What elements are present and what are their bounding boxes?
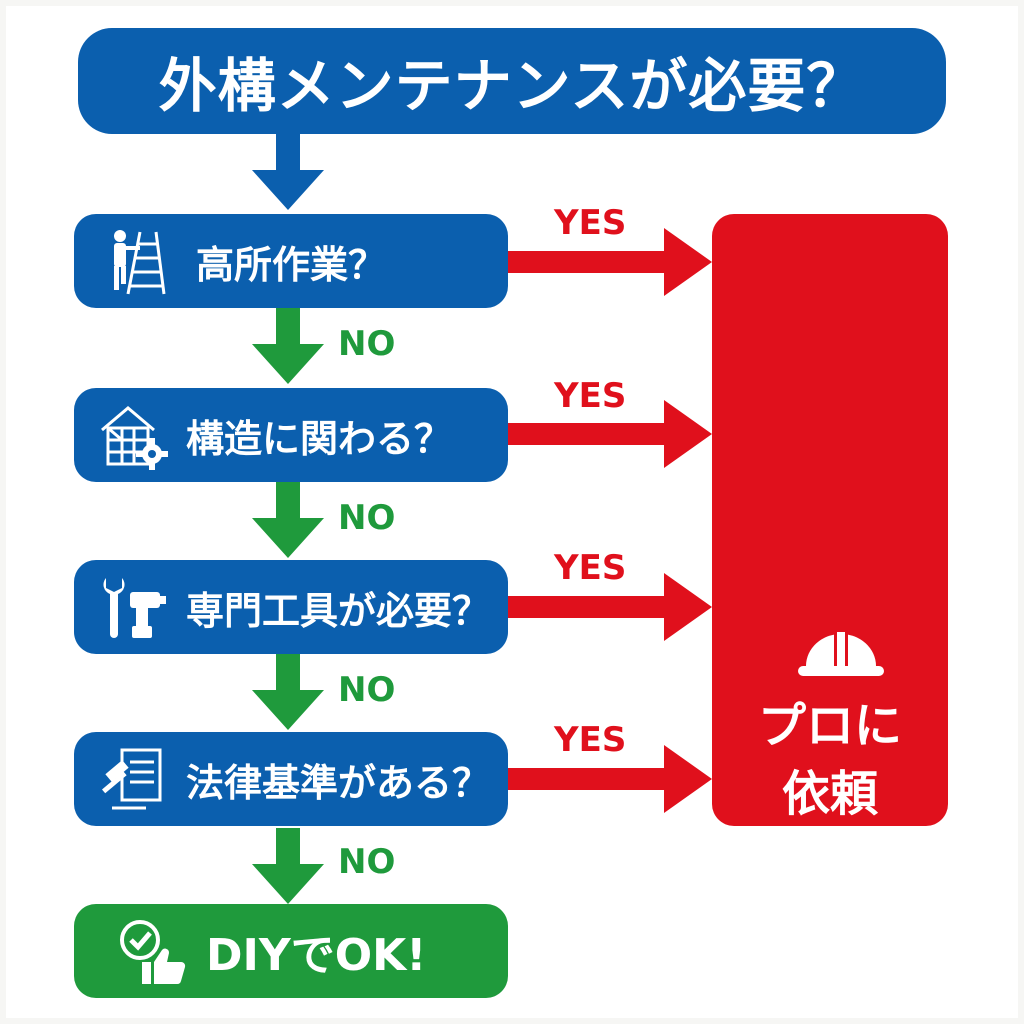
arrow-yes-4 xyxy=(508,745,712,813)
yes-label: YES xyxy=(554,720,627,760)
pro-label-line2: 依頼 xyxy=(781,766,878,822)
ladder-worker-icon xyxy=(114,230,166,295)
wrench-drill-icon xyxy=(103,578,166,638)
no-label: NO xyxy=(338,842,396,882)
arrow-no-1 xyxy=(252,308,324,384)
yes-label: YES xyxy=(554,376,627,416)
question-box-special-tools: 専門工具が必要？ xyxy=(74,560,508,654)
yes-label: YES xyxy=(554,203,627,243)
house-gear-icon xyxy=(101,406,168,470)
yes-label: YES xyxy=(554,548,627,588)
arrow-no-2 xyxy=(252,482,324,558)
pro-label-line1: プロに xyxy=(757,698,902,754)
arrow-yes-2 xyxy=(508,400,712,468)
arrow-yes-1 xyxy=(508,228,712,296)
gavel-document-icon xyxy=(101,748,162,810)
page-title: 外構メンテナンスが必要？ xyxy=(158,52,866,120)
arrow-no-3 xyxy=(252,654,324,730)
question-text: 法律基準がある？ xyxy=(186,760,491,805)
question-box-high-place: 高所作業？ xyxy=(74,214,508,308)
arrow-no-4 xyxy=(252,828,324,904)
pro-request-box: プロに 依頼 xyxy=(712,214,948,826)
question-text: 専門工具が必要？ xyxy=(186,588,491,633)
no-label: NO xyxy=(338,324,396,364)
check-thumbs-up-icon xyxy=(120,920,186,985)
diy-ok-box: DIYでOK! xyxy=(74,904,508,998)
arrow-title-to-q1 xyxy=(252,134,324,210)
hard-hat-icon xyxy=(798,632,884,676)
no-label: NO xyxy=(338,498,396,538)
question-box-legal-standards: 法律基準がある？ xyxy=(74,732,508,826)
question-text: 高所作業？ xyxy=(196,242,387,287)
no-label: NO xyxy=(338,670,396,710)
question-box-structure: 構造に関わる？ xyxy=(74,388,508,482)
diy-label: DIYでOK! xyxy=(206,930,427,981)
title-box: 外構メンテナンスが必要？ xyxy=(78,28,946,134)
question-text: 構造に関わる？ xyxy=(186,416,453,461)
arrow-yes-3 xyxy=(508,573,712,641)
